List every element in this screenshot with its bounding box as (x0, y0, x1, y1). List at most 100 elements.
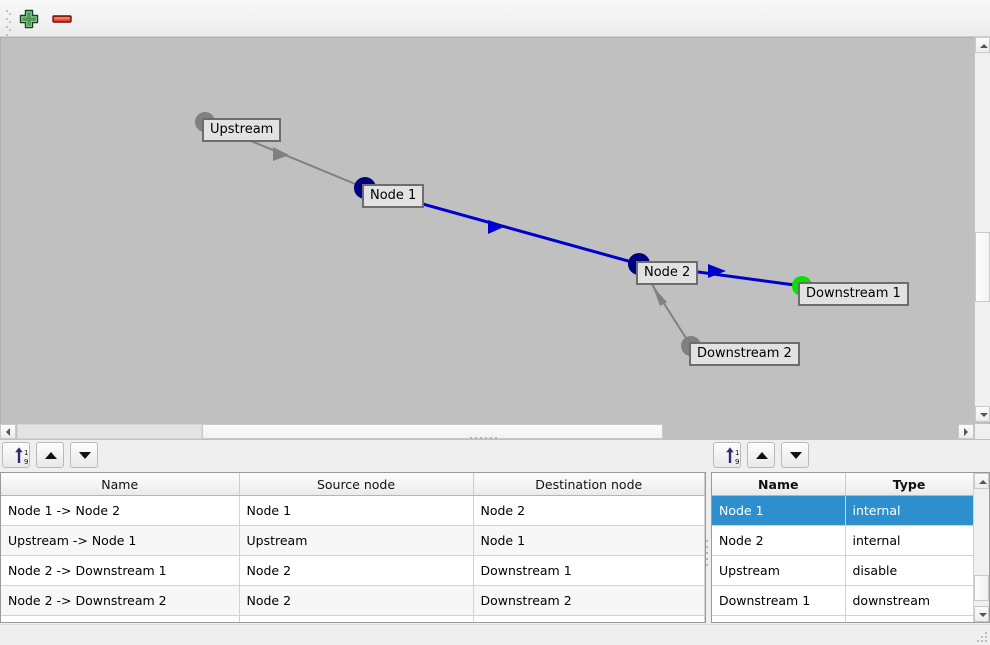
chevron-down-icon (979, 413, 988, 417)
table-row-empty[interactable] (712, 615, 989, 622)
edge-cell-destination: Node 2 (473, 495, 705, 526)
vertical-splitter-handle[interactable] (706, 540, 710, 566)
add-button[interactable] (16, 6, 42, 32)
edge-cell-source: Node 2 (239, 555, 474, 586)
graph-horizontal-scrollbar[interactable] (0, 423, 990, 440)
scroll-up-button[interactable] (975, 37, 990, 53)
table-row[interactable]: Node 2 internal (712, 525, 989, 556)
node-table-body: Node 1 internal Node 2 internal Upstream… (712, 495, 989, 622)
triangle-up-icon (756, 452, 768, 459)
resize-grip-icon[interactable] (977, 632, 987, 642)
scrollbar-thumb-horizontal[interactable] (202, 424, 663, 439)
main-toolbar (0, 0, 990, 39)
sort-arrow-icon: 1 9 (15, 447, 28, 466)
plus-icon (19, 9, 39, 29)
table-row-empty[interactable] (1, 615, 705, 622)
graph-label-node2[interactable]: Node 2 (636, 261, 699, 285)
node-table-vertical-scrollbar[interactable] (973, 473, 989, 622)
scrollbar-track-right[interactable] (663, 424, 961, 439)
node-cell-name: Node 1 (712, 495, 846, 526)
chevron-down-icon (978, 613, 987, 617)
scroll-down-button[interactable] (974, 606, 989, 622)
graph-canvas-area[interactable]: Upstream Node 1 Node 2 Downstream 1 Down… (0, 37, 990, 437)
node-table: Name Type Node 1 internal Node 2 interna… (712, 473, 989, 622)
edge-sort-button[interactable]: 1 9 (2, 442, 30, 468)
svg-text:9: 9 (24, 458, 28, 466)
horizontal-splitter-handle[interactable] (470, 437, 510, 441)
edge-cell-name: Node 1 -> Node 2 (1, 495, 240, 526)
edge-cell-name: Node 2 -> Downstream 2 (1, 585, 240, 616)
node-cell-type: disable (845, 555, 974, 586)
edge-cell-empty (1, 615, 240, 622)
chevron-right-icon (964, 428, 968, 436)
node-sort-button[interactable]: 1 9 (713, 442, 741, 468)
table-row[interactable]: Node 1 -> Node 2 Node 1 Node 2 (1, 495, 705, 526)
scrollbar-track-left[interactable] (17, 424, 202, 439)
table-row[interactable]: Node 2 -> Downstream 2 Node 2 Downstream… (1, 585, 705, 616)
edge-cell-empty (239, 615, 474, 622)
edge-move-up-button[interactable] (36, 442, 64, 468)
graph-label-node1[interactable]: Node 1 (362, 184, 425, 208)
scrollbar-corner (975, 424, 990, 439)
graph-label-downstream2[interactable]: Downstream 2 (689, 342, 800, 366)
edge-arrow-upstream-node1 (273, 147, 289, 161)
scroll-down-button[interactable] (975, 406, 990, 422)
node-col-name[interactable]: Name (712, 473, 846, 496)
edge-move-down-button[interactable] (70, 442, 98, 468)
graph-nodes (195, 112, 812, 356)
table-row[interactable]: Downstream 1 downstream (712, 585, 989, 616)
chevron-up-icon (978, 480, 987, 484)
table-row[interactable]: Node 2 -> Downstream 1 Node 2 Downstream… (1, 555, 705, 586)
node-cell-name: Upstream (712, 555, 846, 586)
node-col-type[interactable]: Type (845, 473, 974, 496)
svg-text:9: 9 (735, 458, 739, 466)
status-bar (0, 624, 990, 645)
scrollbar-thumb[interactable] (975, 232, 990, 302)
table-row[interactable]: Node 1 internal (712, 495, 989, 526)
chevron-up-icon (979, 44, 988, 48)
triangle-down-icon (790, 452, 802, 459)
scroll-left-button[interactable] (0, 424, 16, 439)
edge-cell-destination: Node 1 (473, 525, 705, 556)
edge-table-toolbar: 1 9 (0, 442, 110, 470)
svg-text:1: 1 (735, 449, 739, 457)
svg-text:1: 1 (24, 449, 28, 457)
triangle-down-icon (79, 452, 91, 459)
graph-label-downstream1[interactable]: Downstream 1 (798, 282, 909, 306)
node-cell-empty (712, 615, 846, 622)
table-row[interactable]: Upstream -> Node 1 Upstream Node 1 (1, 525, 705, 556)
node-cell-name: Node 2 (712, 525, 846, 556)
graph-label-upstream[interactable]: Upstream (202, 118, 282, 142)
delete-button[interactable] (49, 6, 75, 32)
edge-cell-name: Upstream -> Node 1 (1, 525, 240, 556)
edge-col-name[interactable]: Name (1, 473, 240, 496)
table-row[interactable]: Upstream disable (712, 555, 989, 586)
triangle-up-icon (45, 452, 57, 459)
node-move-down-button[interactable] (781, 442, 809, 468)
node-table-panel[interactable]: Name Type Node 1 internal Node 2 interna… (711, 472, 990, 623)
node-table-header-row: Name Type (712, 473, 989, 496)
scrollbar-thumb[interactable] (974, 575, 989, 601)
node-move-up-button[interactable] (747, 442, 775, 468)
scroll-right-button[interactable] (958, 424, 974, 439)
edge-arrow-node2-downstream1 (708, 264, 726, 278)
edge-col-destination[interactable]: Destination node (473, 473, 705, 496)
edge-arrow-node1-node2 (488, 220, 506, 234)
node-cell-type: internal (845, 525, 974, 556)
edge-cell-name: Node 2 -> Downstream 1 (1, 555, 240, 586)
graph-svg (195, 112, 812, 356)
edge-cell-source: Upstream (239, 525, 474, 556)
scroll-up-button[interactable] (974, 473, 989, 489)
graph-edges (204, 121, 803, 347)
edge-table-panel[interactable]: Name Source node Destination node Node 1… (0, 472, 706, 623)
graph-vertical-scrollbar[interactable] (974, 37, 990, 422)
sort-arrow-icon: 1 9 (726, 447, 739, 466)
edge-cell-source: Node 2 (239, 585, 474, 616)
edge-col-source[interactable]: Source node (239, 473, 474, 496)
node-cell-type: downstream (845, 585, 974, 616)
minus-icon (52, 15, 72, 23)
node-table-toolbar: 1 9 (711, 442, 821, 470)
toolbar-drag-handle[interactable] (6, 10, 11, 39)
edge-cell-destination: Downstream 2 (473, 585, 705, 616)
